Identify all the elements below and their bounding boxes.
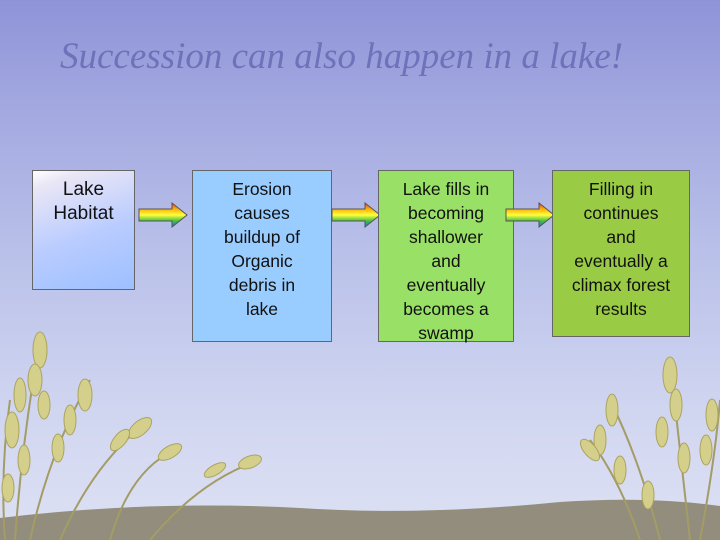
step-2-line-1: Erosion: [232, 179, 292, 199]
step-4-line-6: results: [595, 299, 647, 319]
step-2-line-6: lake: [245, 299, 279, 319]
step-3-line-4: and: [431, 251, 461, 271]
step-box-lake-habitat: Lake Habitat: [32, 170, 135, 290]
step-2-line-2: causes: [234, 203, 290, 223]
step-4-line-2: continues: [583, 203, 659, 223]
step-2-line-5: debris in: [228, 275, 296, 295]
step-3-line-3: shallower: [409, 227, 483, 247]
step-2-line-4: Organic: [231, 251, 293, 271]
step-2-line-3: buildup of: [224, 227, 300, 247]
step-4-line-3: and: [606, 227, 636, 247]
step-4-line-5: climax forest: [571, 275, 671, 295]
step-1-line-1: Lake: [62, 179, 105, 200]
rainbow-arrow-right-icon: [505, 202, 555, 228]
slide-title: Succession can also happen in a lake!: [60, 36, 624, 77]
rainbow-arrow-right-icon: [138, 202, 188, 228]
step-3-line-1: Lake fills in: [402, 179, 490, 199]
step-box-swamp: Lake fills in becoming shallower and eve…: [378, 170, 514, 343]
step-3-line-2: becoming: [408, 203, 484, 223]
step-4-line-4: eventually a: [574, 251, 668, 271]
step-4-line-1: Filling in: [588, 179, 654, 199]
step-3-line-5: eventually: [406, 275, 486, 295]
rainbow-arrow-right-icon: [331, 202, 381, 228]
step-1-line-2: Habitat: [53, 203, 114, 224]
step-box-erosion: Erosion causes buildup of Organic debris…: [192, 170, 332, 342]
step-3-line-7: swamp: [418, 323, 474, 343]
step-3-line-6: becomes a: [403, 299, 489, 319]
step-box-climax-forest: Filling in continues and eventually a cl…: [552, 170, 690, 337]
